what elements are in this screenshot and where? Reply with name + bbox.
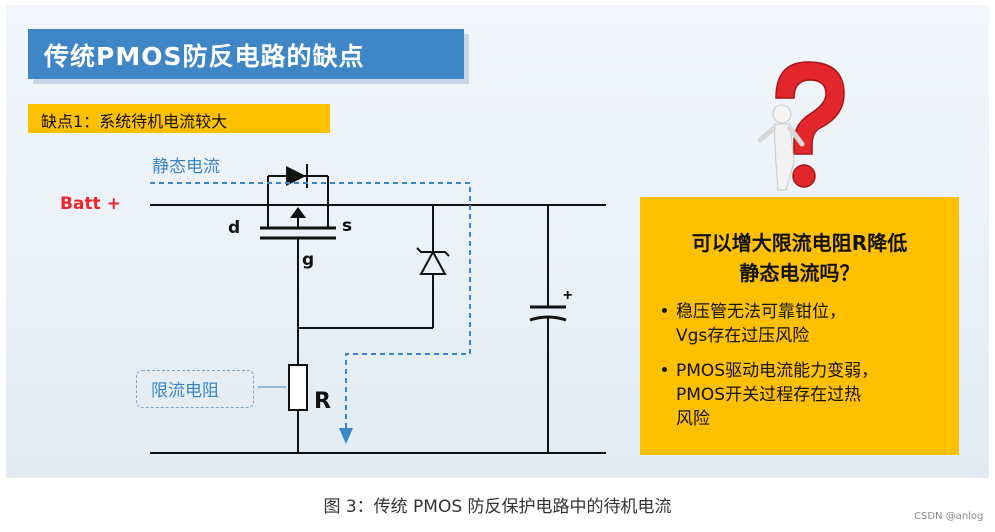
defect-label: 缺点1：系统待机电流较大 (41, 112, 228, 131)
pin-s-label: s (342, 216, 353, 236)
cap-plus-sign: + (563, 287, 572, 304)
page-title: 传统PMOS防反电路的缺点 (44, 42, 365, 71)
watermark: CSDN @anlog (914, 511, 984, 522)
bullet-2-line-2: PMOS开关过程存在过热 (676, 385, 862, 405)
question-mark-figure-icon (757, 61, 845, 191)
quiescent-current-path (150, 182, 471, 440)
zener-diode-icon (419, 249, 447, 275)
batt-label: Batt + (60, 194, 121, 214)
resistor-icon (288, 364, 308, 411)
pin-d-label: d (228, 218, 241, 238)
title-banner: 传统PMOS防反电路的缺点 (28, 29, 464, 79)
cap-plate-bottom (529, 315, 567, 322)
bullet-1-line-2: Vgs存在过压风险 (676, 326, 810, 346)
figure-caption: 图 3：传统 PMOS 防反保护电路中的待机电流 (323, 497, 672, 517)
zener-bar (416, 247, 450, 257)
bullet-2-line-1: PMOS驱动电流能力变弱， (676, 361, 879, 381)
resistor-label: R (314, 389, 331, 414)
current-limit-callout: 限流电阻 (136, 370, 254, 408)
bullet-dot (662, 308, 667, 313)
down-arrow-icon (339, 428, 353, 444)
question-line-2: 静态电流吗？ (739, 261, 860, 285)
body-diode-icon (286, 166, 306, 186)
current-limit-label: 限流电阻 (151, 381, 219, 401)
quiescent-current-label: 静态电流 (152, 157, 220, 177)
answer-panel: 可以增大限流电阻R降低 静态电流吗？ 稳压管无法可靠钳位， Vgs存在过压风险 … (640, 197, 959, 455)
bullet-2-line-3: 风险 (676, 409, 710, 429)
pmos-arrow-icon (290, 207, 306, 218)
bullet-dot (662, 367, 667, 372)
pin-g-label: g (302, 250, 315, 270)
defect-banner: 缺点1：系统待机电流较大 (28, 104, 330, 133)
bullet-1-line-1: 稳压管无法可靠钳位， (676, 302, 846, 322)
question-line-1: 可以增大限流电阻R降低 (691, 231, 908, 255)
